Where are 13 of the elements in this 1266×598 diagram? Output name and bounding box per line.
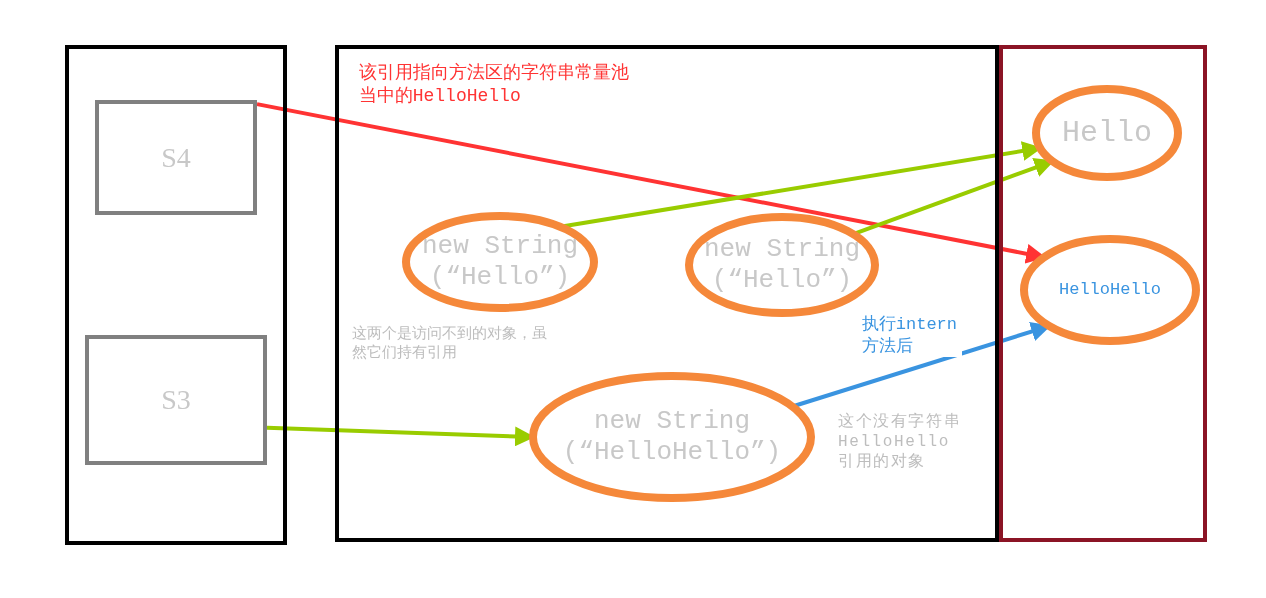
note-text: 这个没有字符串HelloHello引用的对象 [838, 412, 962, 472]
pool-string-ellipse [1032, 85, 1182, 181]
object-ellipse [685, 213, 879, 317]
string-pool-box [999, 45, 1207, 542]
edge-label: 执行intern方法后 [861, 314, 962, 357]
string-label: HelloHello [1058, 279, 1162, 301]
object-ellipse [529, 372, 815, 502]
variable-box [95, 100, 257, 215]
variable-box [85, 335, 267, 465]
pool-string-ellipse [1020, 235, 1200, 345]
heap-box [335, 45, 999, 542]
stack-frame-box [65, 45, 287, 545]
object-ellipse [402, 212, 598, 312]
